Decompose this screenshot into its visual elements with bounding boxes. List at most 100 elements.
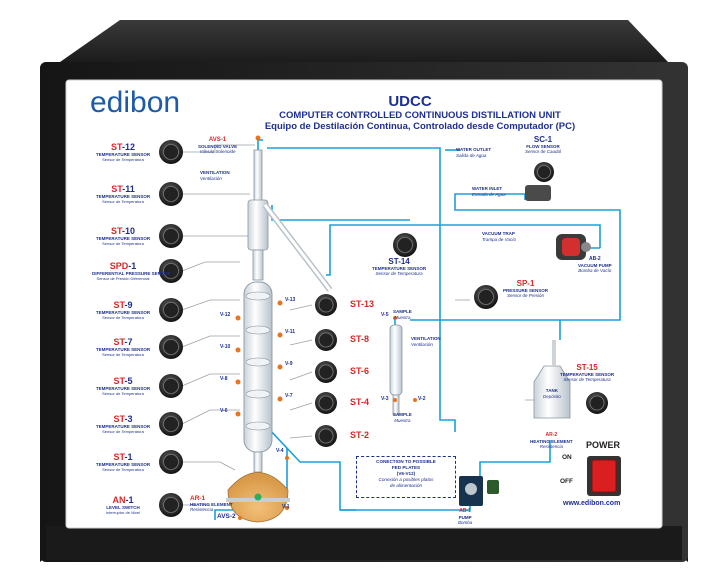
st15-code: ST-15 (576, 363, 598, 372)
water-outlet-en: WATER OUTLET (456, 147, 492, 152)
sc1-code: SC-1 (533, 135, 553, 144)
valve-v1-label: V-1 (282, 504, 290, 510)
sensor-type-es: Sensor de Temperatura (102, 429, 144, 434)
valve-v-7-label: V-7 (285, 393, 293, 399)
valve-v-6-label: V-6 (220, 408, 228, 414)
st15-en: TEMPERATURE SENSOR (560, 371, 615, 377)
ventilation-top-en: VENTILATION (200, 170, 230, 175)
connector-socket (163, 339, 179, 355)
middle-connectors (315, 294, 337, 447)
ab1-en: PUMP (458, 514, 472, 520)
panel-subtitle-en: COMPUTER CONTROLLED CONTINUOUS DISTILLAT… (279, 110, 561, 121)
fed-en1: CONECTION TO POSSIBLE (376, 459, 436, 464)
sensor-type-es: Interruptor de Nivel (105, 510, 140, 515)
ventilation-mid-en: VENTILATION (411, 336, 441, 341)
front-panel (65, 79, 663, 529)
sensor-code: AN-1 (112, 495, 134, 505)
connector-socket (163, 186, 179, 202)
connector-socket (318, 428, 334, 444)
valve-markers (235, 135, 417, 520)
valve-v-8-label: V-8 (220, 376, 228, 382)
sensor-code: ST-1 (113, 452, 133, 462)
connector-socket (163, 416, 179, 432)
mid-sensor-st-4: ST-4 (350, 397, 370, 407)
connector-socket (318, 395, 334, 411)
tank-en: TANK (545, 388, 558, 393)
connector-socket (163, 497, 179, 513)
sensor-code: SPD-1 (109, 261, 137, 271)
ar2-en: HEATING ELEMENT (530, 438, 573, 444)
water-outlet-es: Salida de Agua (456, 152, 487, 158)
connector-socket (163, 228, 179, 244)
power-switch-button[interactable] (592, 460, 616, 492)
ar1-code: AR-1 (190, 495, 206, 502)
sensor-code: ST-11 (111, 184, 135, 194)
ab2-es: Bomba de Vacío (578, 268, 612, 273)
signal-lines (181, 144, 555, 506)
panel-title: UDCC (388, 93, 432, 110)
sample-bottom-es: Muestra (394, 417, 411, 423)
avs1-en: SOLENOID VALVE (198, 143, 238, 149)
valve-v2-label: V-2 (418, 396, 426, 402)
sensor-type: LEVEL SWITCH (106, 505, 140, 510)
valve-v-10-label: V-10 (220, 344, 231, 350)
sensor-type: DIFFERENTIAL PRESSURE SENSOR (92, 271, 171, 276)
sensor-code: ST-10 (110, 226, 136, 236)
valve-v-11-label: V-11 (285, 329, 296, 335)
sensor-code: ST-5 (113, 376, 133, 386)
sensor-type-es: Sensor de Temperatura (102, 391, 144, 396)
left-connectors (159, 140, 183, 517)
mid-sensor-st-8: ST-8 (350, 334, 370, 344)
st15-es: Sensor de Temperatura (563, 377, 611, 382)
website-url: www.edibon.com (563, 500, 621, 507)
ab1-code: AB-1 (459, 508, 471, 514)
st14-en: TEMPERATURE SENSOR (372, 265, 427, 271)
valve-v-9-label: V-9 (285, 361, 293, 367)
sensor-code: ST-9 (113, 300, 133, 310)
connector-socket (163, 378, 179, 394)
sp1-en: PRESSURE SENSOR (503, 287, 549, 293)
ab2-code: AB-2 (589, 256, 601, 262)
avs2-label: AVS-2 (217, 513, 236, 520)
mid-sensor-st-2: ST-2 (350, 430, 370, 440)
ar1-en: HEATING ELEMENT (190, 501, 233, 507)
tank (533, 340, 571, 419)
logo-text: edibon (90, 86, 181, 119)
sensor-type-es: Sensor de Temperatura (102, 467, 144, 472)
sensor-type-es: Sensor de Temperatura (102, 199, 144, 204)
ventilation-top-es: Ventilación (200, 175, 222, 181)
sample-top-es: Muestra (394, 314, 411, 320)
sensor-type-es: Sensor de Temperatura (102, 352, 144, 357)
fed-range: (V6-V12) (396, 471, 416, 476)
sensor-type-es: Sensor de Presión Diferencial (96, 276, 150, 281)
ar1-es: Resistencia (190, 507, 214, 512)
vacuum-trap-en: VACUUM TRAP (482, 231, 515, 236)
sensor-type: TEMPERATURE SENSOR (95, 347, 151, 352)
sensor-type-es: Sensor de Temperatura (102, 315, 144, 320)
pump-ab1 (459, 476, 499, 506)
power-label: POWER (586, 440, 621, 450)
sensor-type-es: Sensor de Temperatura (102, 241, 144, 246)
vacuum-trap-es: Trampa de Vacío (482, 236, 517, 242)
st14-es: Sensor de Temperatura (375, 271, 423, 276)
